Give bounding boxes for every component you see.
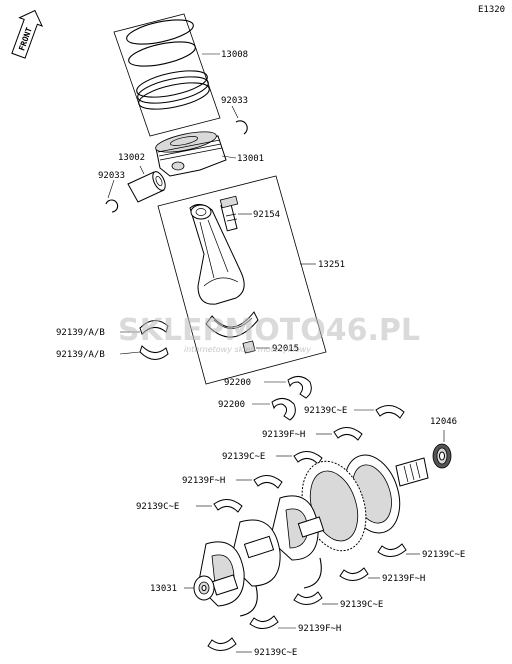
label-92200-2: 92200 [218,400,245,410]
label-92033-lower: 92033 [98,171,125,181]
label-92139fh-4: 92139F~H [298,624,341,634]
main-bearing-icon [293,451,323,465]
main-bearing-icon [375,405,405,419]
label-92139ce-3: 92139C~E [136,502,179,512]
front-arrow-icon: FRONT [11,9,44,59]
piston-pin-icon [127,171,166,203]
piston-clip-icon [105,199,119,213]
label-92154: 92154 [253,210,280,220]
label-92139ab-upper: 92139/A/B [56,328,105,338]
label-92015: 92015 [272,344,299,354]
rod-bolt-icon [219,195,239,232]
watermark-brand: SKLEPMOTO46.PL [118,313,420,348]
label-92139ce-2: 92139C~E [222,452,265,462]
main-bearing-icon [207,637,237,651]
watermark-tagline: internetowy sklep motocyklowy [184,345,311,354]
label-92139ce-6: 92139C~E [254,648,297,658]
label-92139ce-4: 92139C~E [422,550,465,560]
piston-rings [126,19,210,110]
label-12046: 12046 [430,417,457,427]
thrust-washer-icon [271,398,296,421]
label-13001: 13001 [237,154,264,164]
rod-nut-icon [242,340,256,354]
piston-ring-set-box [113,13,221,137]
label-92139ce-5: 92139C~E [340,600,383,610]
connecting-rod-box [157,175,327,385]
label-92139fh-3: 92139F~H [382,574,425,584]
label-13008: 13008 [221,50,248,60]
main-bearing-icon [339,567,369,581]
crankshaft-icon [193,454,429,617]
label-92139fh-1: 92139F~H [262,430,305,440]
label-92200-1: 92200 [224,378,251,388]
main-bearing-icon [253,475,283,489]
label-92139fh-2: 92139F~H [182,476,225,486]
label-92139ce-1: 92139C~E [304,406,347,416]
label-13251: 13251 [318,260,345,270]
main-bearing-icon [293,591,323,605]
main-bearing-icon [249,615,279,629]
main-bearing-icon [213,499,243,513]
watermark: SKLEPMOTO46.PL internetowy sklep motocyk… [118,313,420,354]
label-92139ab-lower: 92139/A/B [56,350,105,360]
label-13002: 13002 [118,153,145,163]
label-13031: 13031 [150,584,177,594]
rod-cap-icon [205,311,259,338]
rod-bearing-lower-icon [139,345,169,360]
main-bearing-icon [333,427,363,441]
sprocket-gear-icon [432,443,452,469]
piston-clip-icon [235,120,248,135]
main-bearing-icon [377,543,407,557]
label-92033-upper: 92033 [221,96,248,106]
connecting-rod-icon [189,204,245,305]
thrust-washer-icon [287,376,312,399]
piston-icon [155,131,227,177]
diagram-code: E1320 [478,5,505,15]
rod-bearing-upper-icon [139,320,169,335]
